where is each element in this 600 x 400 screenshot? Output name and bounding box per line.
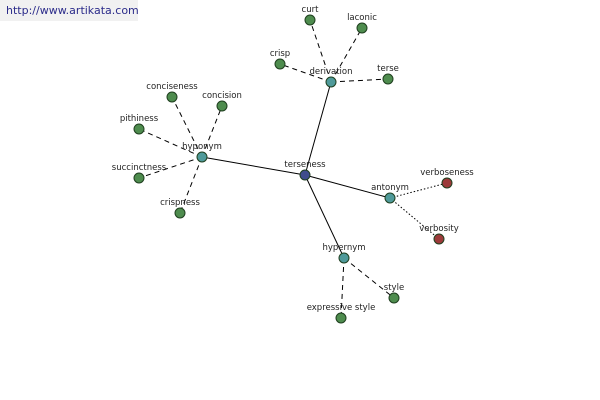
edge-derivation-laconic: [330, 27, 363, 83]
node-verboseness[interactable]: verboseness: [420, 168, 474, 189]
node-label-terse: terse: [377, 64, 399, 74]
node-terse[interactable]: terse: [377, 64, 399, 85]
node-label-terseness: terseness: [284, 160, 326, 170]
node-expressive-style[interactable]: expressive style: [307, 303, 376, 324]
node-dot-crisp[interactable]: [274, 58, 286, 70]
node-dot-terseness[interactable]: [299, 169, 311, 181]
node-dot-verboseness[interactable]: [441, 177, 453, 189]
node-label-succinctness: succinctness: [112, 163, 167, 173]
edge-hyponym-succinctness: [138, 156, 203, 179]
node-style[interactable]: style: [384, 283, 404, 304]
node-curt[interactable]: curt: [302, 5, 320, 26]
node-dot-conciseness[interactable]: [166, 91, 178, 103]
node-dot-hyponym[interactable]: [196, 151, 208, 163]
node-label-laconic: laconic: [347, 13, 377, 23]
node-label-crispness: crispness: [160, 198, 200, 208]
node-concision[interactable]: concision: [202, 91, 242, 112]
node-label-verbosity: verbosity: [419, 224, 459, 234]
edge-hyponym-crispness: [179, 156, 203, 214]
node-hyponym[interactable]: hyponym: [182, 142, 222, 163]
node-pithiness[interactable]: pithiness: [120, 114, 159, 135]
node-dot-crispness[interactable]: [174, 207, 186, 219]
edge-hypernym-expressive_style: [340, 257, 345, 319]
node-crisp[interactable]: crisp: [270, 49, 290, 70]
node-succinctness[interactable]: succinctness: [112, 163, 167, 184]
node-label-verboseness: verboseness: [420, 168, 474, 178]
edge-derivation-terse: [330, 78, 389, 83]
node-laconic[interactable]: laconic: [347, 13, 377, 34]
edge-hyponym-concision: [201, 105, 223, 158]
graph-nodes: terseness derivation hyponym antonym hyperny…: [112, 5, 474, 324]
edge-antonym-verbosity: [389, 197, 440, 240]
node-antonym[interactable]: antonym: [371, 183, 409, 204]
graph-edges: [138, 19, 448, 319]
node-label-hypernym: hypernym: [322, 243, 365, 253]
edge-terseness-hypernym: [304, 174, 345, 259]
edge-terseness-derivation: [304, 81, 332, 176]
edge-antonym-verboseness: [389, 182, 448, 199]
node-derivation[interactable]: derivation: [309, 67, 353, 88]
node-label-concision: concision: [202, 91, 242, 101]
node-dot-antonym[interactable]: [384, 192, 396, 204]
node-dot-derivation[interactable]: [325, 76, 337, 88]
node-label-crisp: crisp: [270, 49, 290, 59]
edge-hyponym-conciseness: [171, 96, 203, 158]
node-label-expressive-style: expressive style: [307, 303, 376, 313]
node-conciseness[interactable]: conciseness: [146, 82, 198, 103]
node-hypernym[interactable]: hypernym: [322, 243, 366, 264]
edge-hyponym-pithiness: [138, 128, 203, 158]
node-dot-terse[interactable]: [382, 73, 394, 85]
node-dot-verbosity[interactable]: [433, 233, 445, 245]
edge-terseness-hyponym: [201, 156, 306, 176]
node-dot-hypernym[interactable]: [338, 252, 350, 264]
node-label-pithiness: pithiness: [120, 114, 159, 124]
edge-derivation-curt: [309, 19, 332, 83]
edge-derivation-crisp: [279, 63, 332, 83]
node-label-hyponym: hyponym: [182, 142, 222, 152]
node-label-style: style: [384, 283, 404, 293]
node-dot-curt[interactable]: [304, 14, 316, 26]
node-crispness[interactable]: crispness: [160, 198, 200, 219]
site-url-watermark[interactable]: http://www.artikata.com: [0, 0, 139, 21]
node-verbosity[interactable]: verbosity: [419, 224, 459, 245]
node-dot-pithiness[interactable]: [133, 123, 145, 135]
node-dot-expressive-style[interactable]: [335, 312, 347, 324]
node-dot-succinctness[interactable]: [133, 172, 145, 184]
node-terseness[interactable]: terseness: [284, 160, 326, 181]
node-dot-laconic[interactable]: [356, 22, 368, 34]
edge-hypernym-style: [343, 257, 395, 299]
edge-terseness-antonym: [304, 174, 391, 199]
node-dot-concision[interactable]: [216, 100, 228, 112]
node-label-derivation: derivation: [309, 67, 352, 77]
node-dot-style[interactable]: [388, 292, 400, 304]
node-label-antonym: antonym: [371, 183, 409, 193]
node-label-curt: curt: [302, 5, 320, 15]
node-label-conciseness: conciseness: [146, 82, 198, 92]
